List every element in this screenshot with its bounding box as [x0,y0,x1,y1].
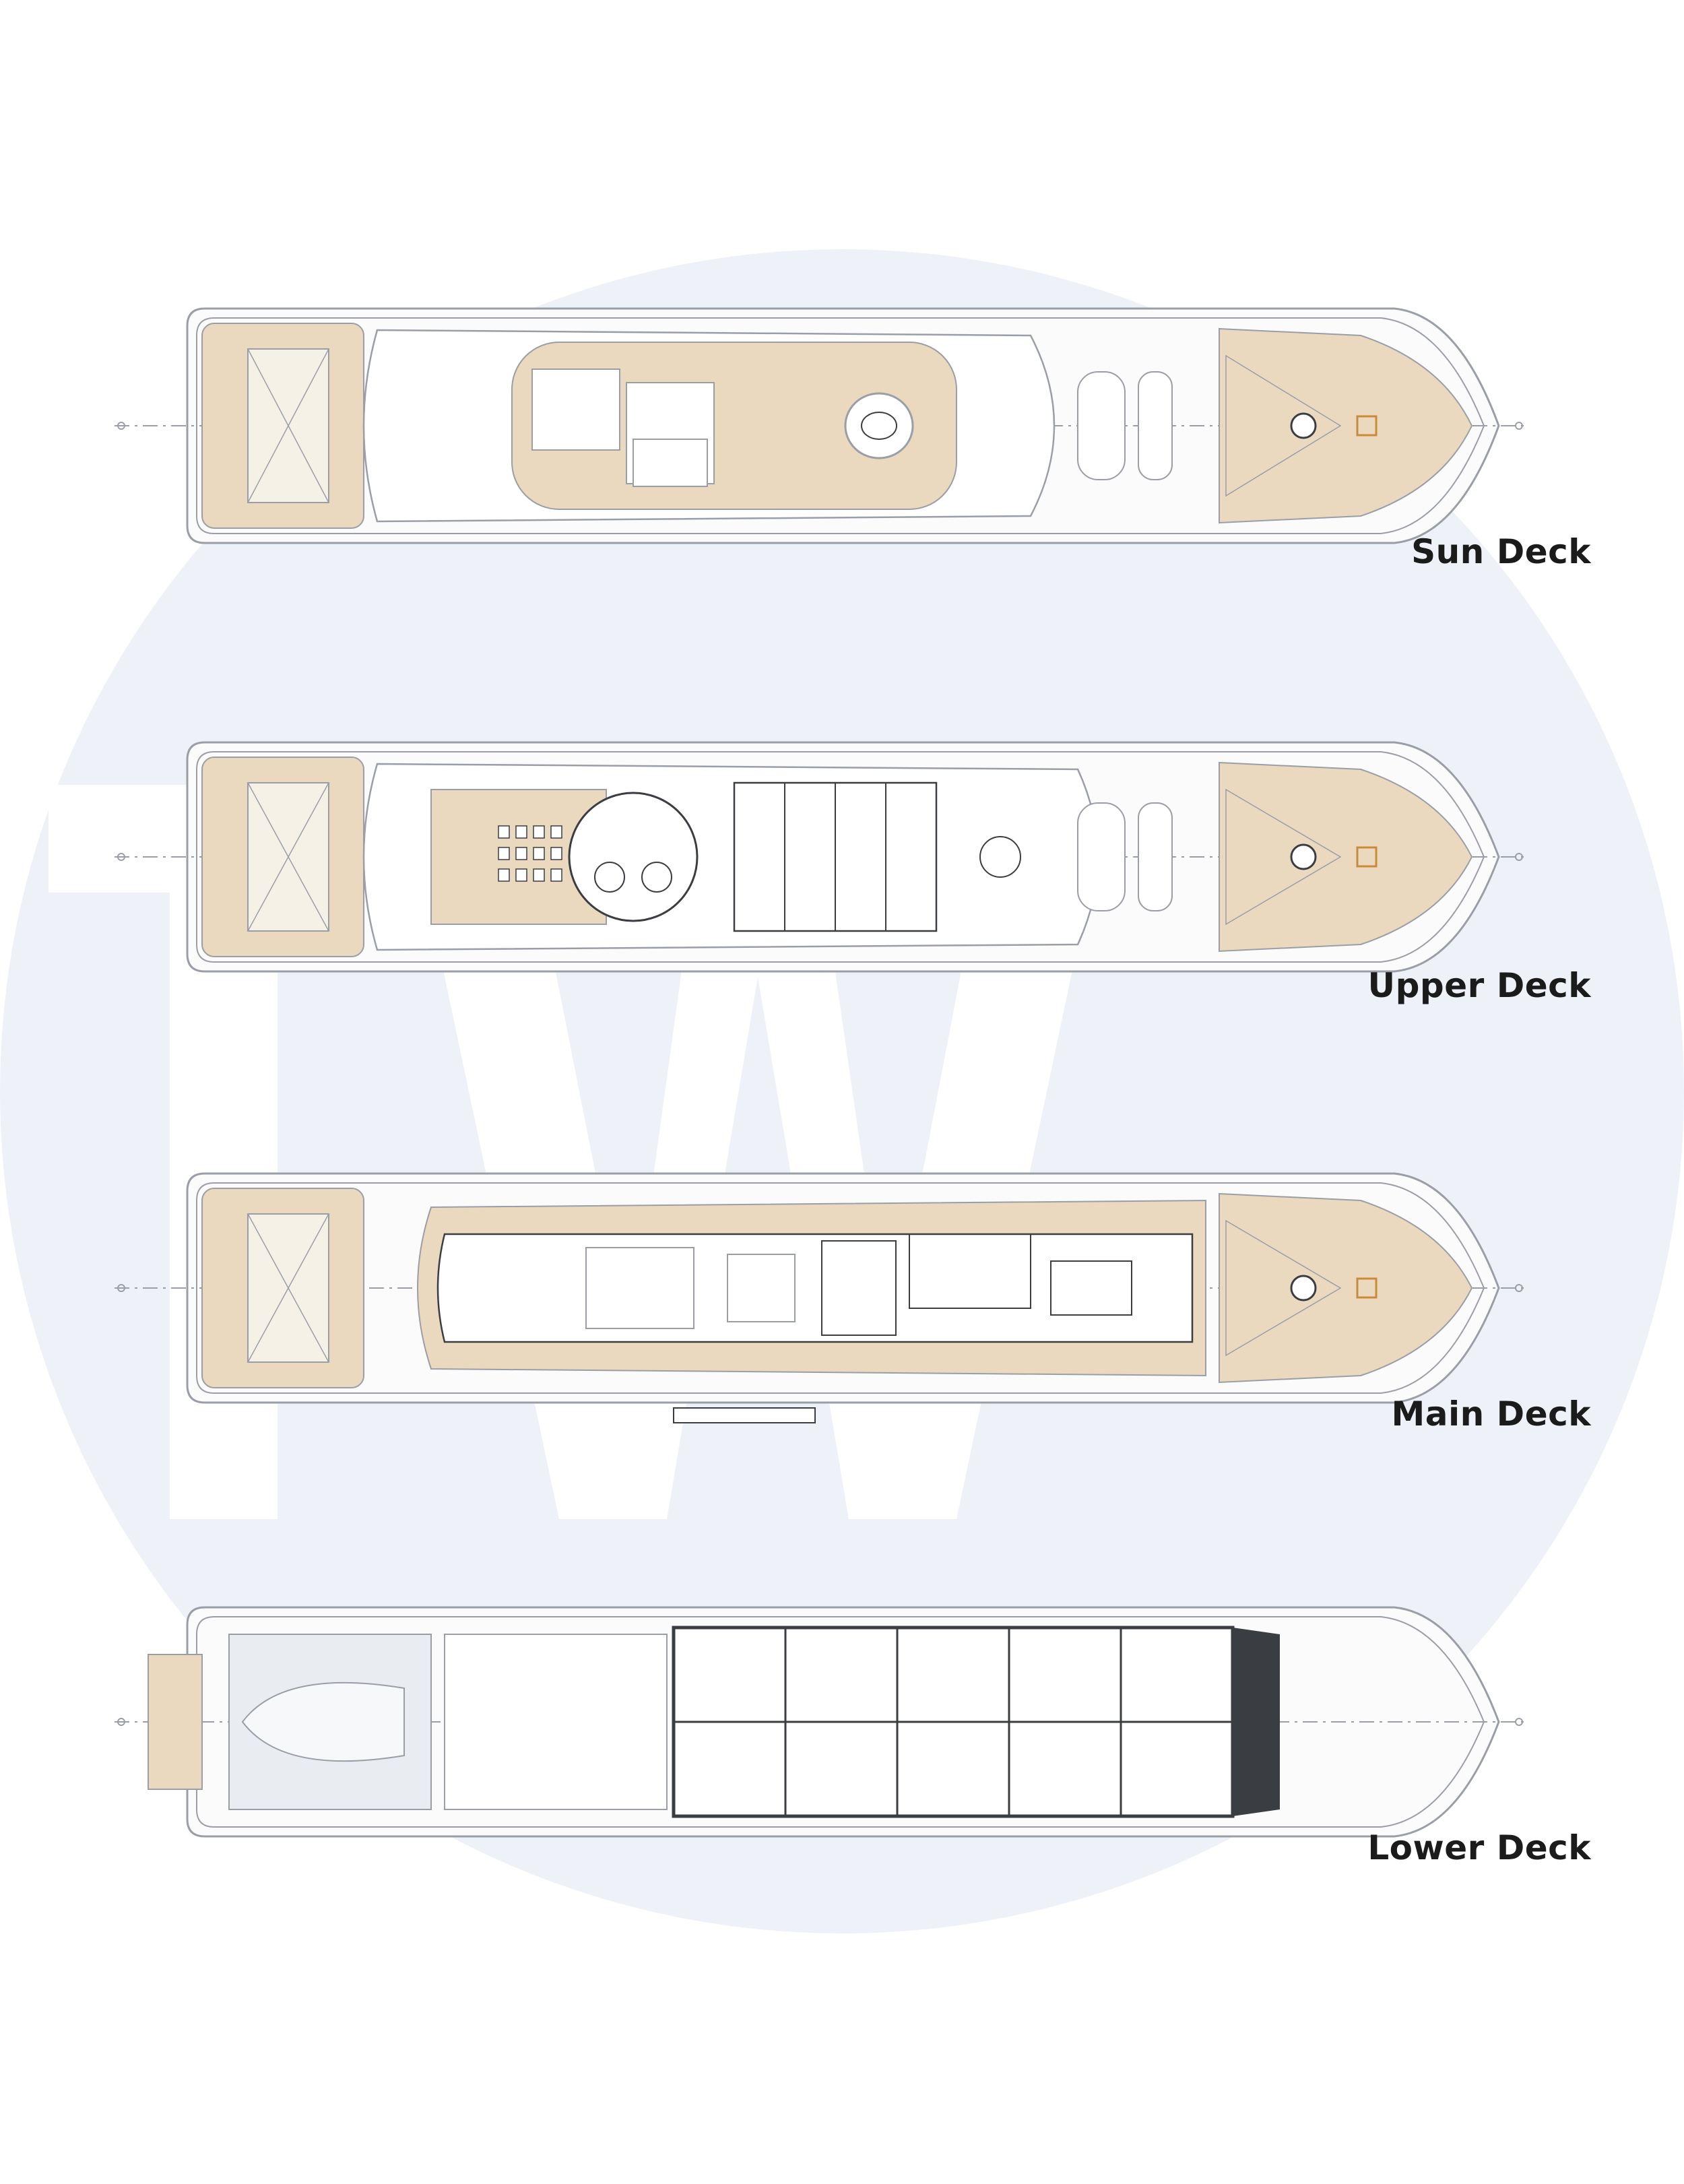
aft-diagonal [247,782,329,932]
helm [979,836,1021,878]
sunpad [531,368,620,451]
hull-inner-line [196,1616,1485,1828]
centerline-mark [1515,1284,1523,1292]
dining-chair [498,825,510,839]
jacuzzi [844,392,914,459]
hatch [1356,846,1378,868]
swim-platform [148,1654,203,1790]
tender [1077,371,1126,480]
decks-layer [115,307,1529,1838]
foredeck [1219,761,1473,953]
aft-diagonal [247,1213,329,1363]
centerline-mark [117,853,125,861]
table [633,439,708,487]
dining-chair [533,868,545,882]
lower-deck-plan [115,1606,1529,1838]
dining-chair [550,868,562,882]
boarding-ladder [673,1407,816,1423]
hull-inner-line [196,317,1485,534]
tender-in-garage [241,1681,405,1762]
round-table [594,862,625,893]
aft-diagonal [247,348,329,503]
centerline-mark [117,1284,125,1292]
upper-deck-label: Upper Deck [1367,966,1591,1005]
main-salon [436,1233,1194,1343]
anchor-winch [1290,843,1317,870]
anchor-winch [1290,412,1317,439]
centerline-mark [1515,853,1523,861]
foredeck-lines [1225,354,1342,497]
dining-chair [498,868,510,882]
foredeck [1219,1192,1473,1384]
jetski [1138,802,1173,911]
foredeck [1219,327,1473,524]
upper-deck-plan [115,741,1529,973]
hatch [1356,415,1378,437]
dining-table [727,1254,796,1322]
hull-inner-line [196,1182,1485,1394]
round-lounge [568,792,699,922]
hatch [1356,1277,1378,1299]
jetski [1138,371,1173,480]
lower-deck-label: Lower Deck [1367,1828,1591,1867]
hull-inner-line [196,751,1485,963]
dining-chair [550,825,562,839]
dining-chair [515,825,527,839]
forepeak [1233,1628,1280,1816]
dining-chair [515,868,527,882]
owner-suite-bed [1050,1260,1132,1316]
anchor-winch [1290,1275,1317,1302]
centerline-mark [117,1718,125,1726]
centerline-mark [1515,1718,1523,1726]
round-table [641,862,672,893]
engine-room [444,1634,668,1810]
staircase [821,1240,897,1336]
centerline-mark [1515,422,1523,430]
sun-terrace [511,342,957,510]
jacuzzi-inner [861,412,897,440]
sun-deck-label: Sun Deck [1411,532,1591,571]
galley [909,1233,1031,1309]
main-deck-label: Main Deck [1391,1394,1591,1434]
foredeck-lines [1225,1219,1342,1357]
sun-deck-plan [115,307,1529,544]
dining-chair [533,825,545,839]
centerline-mark [117,422,125,430]
main-deck-plan [115,1172,1529,1423]
tender [1077,802,1126,911]
sofa-set [585,1247,694,1329]
dining-chair [550,847,562,860]
dining-chair [533,847,545,860]
foredeck-lines [1225,788,1342,926]
dining-chair [498,847,510,860]
dining-chair [515,847,527,860]
